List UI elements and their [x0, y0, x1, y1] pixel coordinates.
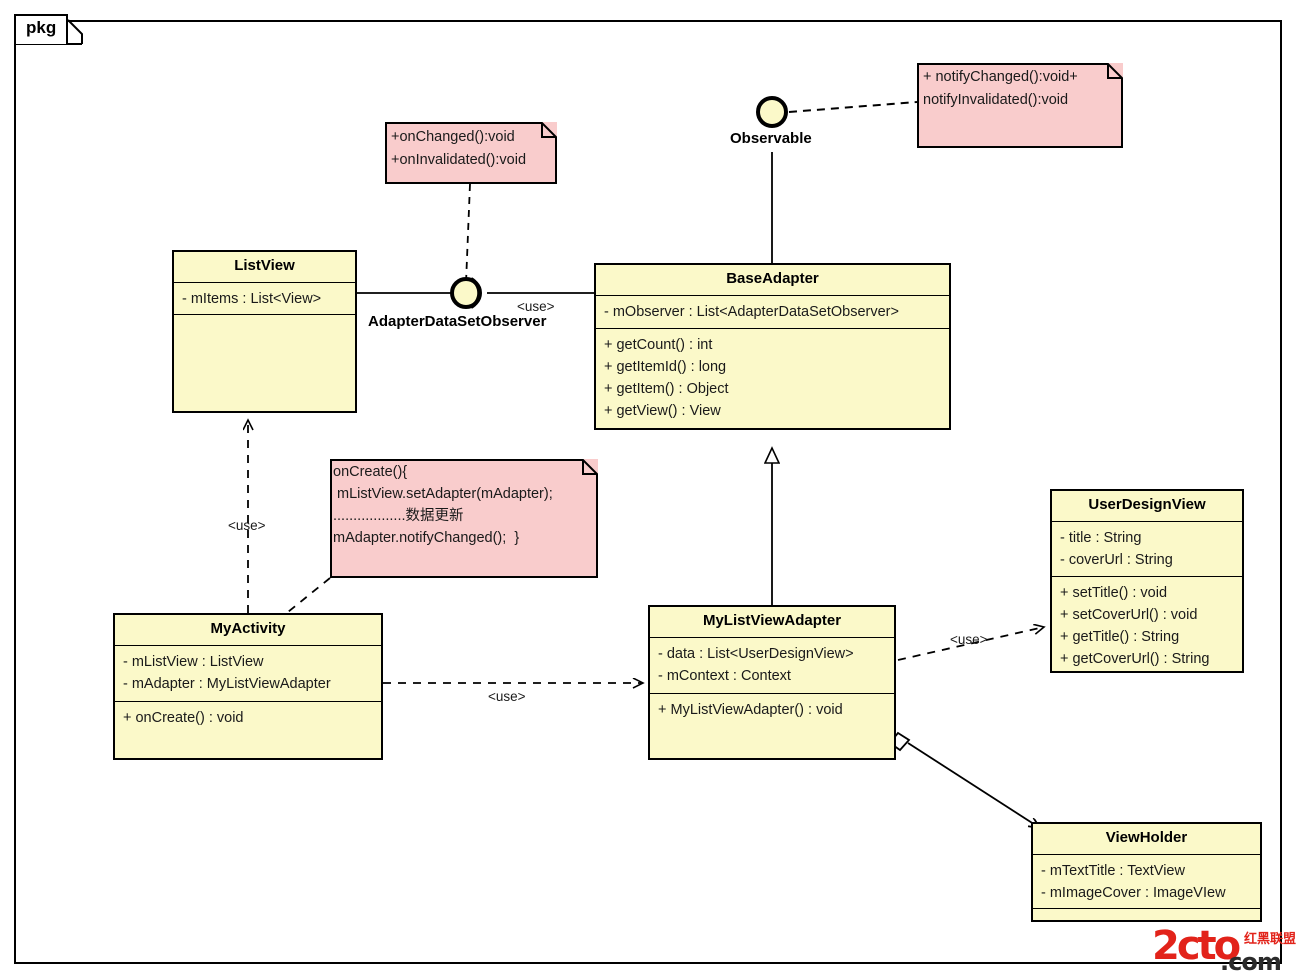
attribute-row: - coverUrl : String — [1060, 551, 1173, 568]
note-oncreate-line-1: mListView.setAdapter(mAdapter); — [333, 486, 553, 502]
note-shape — [330, 459, 598, 578]
watermark-cn-text: 红黑联盟 — [1244, 931, 1297, 946]
adapterdatasetobserver-interface-label: AdapterDataSetObserver — [368, 313, 547, 330]
class-viewholder[interactable]: ViewHolder - mTextTitle : TextView - mIm… — [1031, 822, 1262, 922]
note-oncreate-line-2: ..................数据更新 — [333, 508, 464, 524]
operation-row: + getCoverUrl() : String — [1060, 650, 1210, 667]
class-baseadapter-operations: + getCount() : int + getItemId() : long … — [596, 329, 949, 430]
class-listview-operations — [174, 315, 355, 413]
use-label-activity-adapter: <use> — [488, 689, 526, 704]
attribute-row: - mImageCover : ImageVIew — [1041, 884, 1226, 901]
package-tab — [14, 14, 68, 44]
use-label-adapter-interface: <use> — [517, 299, 555, 314]
class-viewholder-attributes: - mTextTitle : TextView - mImageCover : … — [1033, 855, 1260, 909]
class-listview-attributes: - mItems : List<View> — [174, 283, 355, 315]
class-mylistviewadapter-operations: + MyListViewAdapter() : void — [650, 694, 894, 758]
class-mylistviewadapter[interactable]: MyListViewAdapter - data : List<UserDesi… — [648, 605, 896, 760]
class-myactivity-operations: + onCreate() : void — [115, 702, 381, 760]
class-mylistviewadapter-attributes: - data : List<UserDesignView> - mContext… — [650, 638, 894, 694]
package-frame — [14, 20, 1282, 964]
class-mylistviewadapter-title: MyListViewAdapter — [650, 607, 894, 638]
attribute-row: - mItems : List<View> — [182, 290, 322, 307]
class-userdesignview[interactable]: UserDesignView - title : String - coverU… — [1050, 489, 1244, 673]
operation-row: + getTitle() : String — [1060, 628, 1180, 645]
attribute-row: - mObserver : List<AdapterDataSetObserve… — [604, 303, 899, 320]
operation-row: + MyListViewAdapter() : void — [658, 701, 843, 718]
note-observer-callbacks-line-0: +onChanged():void — [391, 129, 515, 145]
watermark-2cto: 2cto .com 红黑联盟 — [1152, 926, 1298, 978]
note-observable-notify: + notifyChanged():void+ notifyInvalidate… — [917, 63, 1123, 148]
class-userdesignview-attributes: - title : String - coverUrl : String — [1052, 522, 1242, 577]
operation-row: + getView() : View — [604, 402, 721, 419]
operation-row: + setCoverUrl() : void — [1060, 606, 1198, 623]
observable-interface-label: Observable — [730, 130, 812, 147]
note-observer-callbacks-line-1: +onInvalidated():void — [391, 152, 527, 168]
class-viewholder-title: ViewHolder — [1033, 824, 1260, 855]
attribute-row: - mContext : Context — [658, 667, 791, 684]
operation-row: + onCreate() : void — [123, 709, 244, 726]
use-label-adapter-userdesignview: <use> — [950, 632, 988, 647]
class-baseadapter-attributes: - mObserver : List<AdapterDataSetObserve… — [596, 296, 949, 329]
note-shape — [385, 122, 557, 184]
class-baseadapter[interactable]: BaseAdapter - mObserver : List<AdapterDa… — [594, 263, 951, 430]
note-shape — [917, 63, 1123, 148]
watermark-main-text: 2cto — [1152, 923, 1241, 969]
class-baseadapter-title: BaseAdapter — [596, 265, 949, 296]
attribute-row: - data : List<UserDesignView> — [658, 645, 854, 662]
operation-row: + getItem() : Object — [604, 380, 729, 397]
class-userdesignview-operations: + setTitle() : void + setCoverUrl() : vo… — [1052, 577, 1242, 674]
class-listview-title: ListView — [174, 252, 355, 283]
watermark-com-text: .com — [1220, 948, 1282, 976]
class-userdesignview-title: UserDesignView — [1052, 491, 1242, 522]
use-label-activity-listview: <use> — [228, 518, 266, 533]
note-oncreate-line-0: onCreate(){ — [333, 464, 408, 480]
note-observable-notify-line-0: + notifyChanged():void+ — [923, 69, 1078, 85]
attribute-row: - mListView : ListView — [123, 653, 264, 670]
operation-row: + getItemId() : long — [604, 358, 727, 375]
class-myactivity-title: MyActivity — [115, 615, 381, 646]
note-oncreate-line-3: mAdapter.notifyChanged(); } — [333, 530, 520, 546]
attribute-row: - mAdapter : MyListViewAdapter — [123, 675, 331, 692]
class-listview[interactable]: ListView - mItems : List<View> — [172, 250, 357, 413]
operation-row: + getCount() : int — [604, 336, 713, 353]
note-oncreate-body: onCreate(){ mListView.setAdapter(mAdapte… — [330, 459, 598, 578]
package-label: pkg — [26, 18, 57, 37]
attribute-row: - title : String — [1060, 529, 1142, 546]
operation-row: + setTitle() : void — [1060, 584, 1168, 601]
note-observer-callbacks: +onChanged():void +onInvalidated():void — [385, 122, 557, 184]
class-viewholder-operations — [1033, 909, 1260, 922]
note-observable-notify-line-1: notifyInvalidated():void — [923, 92, 1069, 108]
class-myactivity[interactable]: MyActivity - mListView : ListView - mAda… — [113, 613, 383, 760]
attribute-row: - mTextTitle : TextView — [1041, 862, 1185, 879]
class-myactivity-attributes: - mListView : ListView - mAdapter : MyLi… — [115, 646, 381, 702]
